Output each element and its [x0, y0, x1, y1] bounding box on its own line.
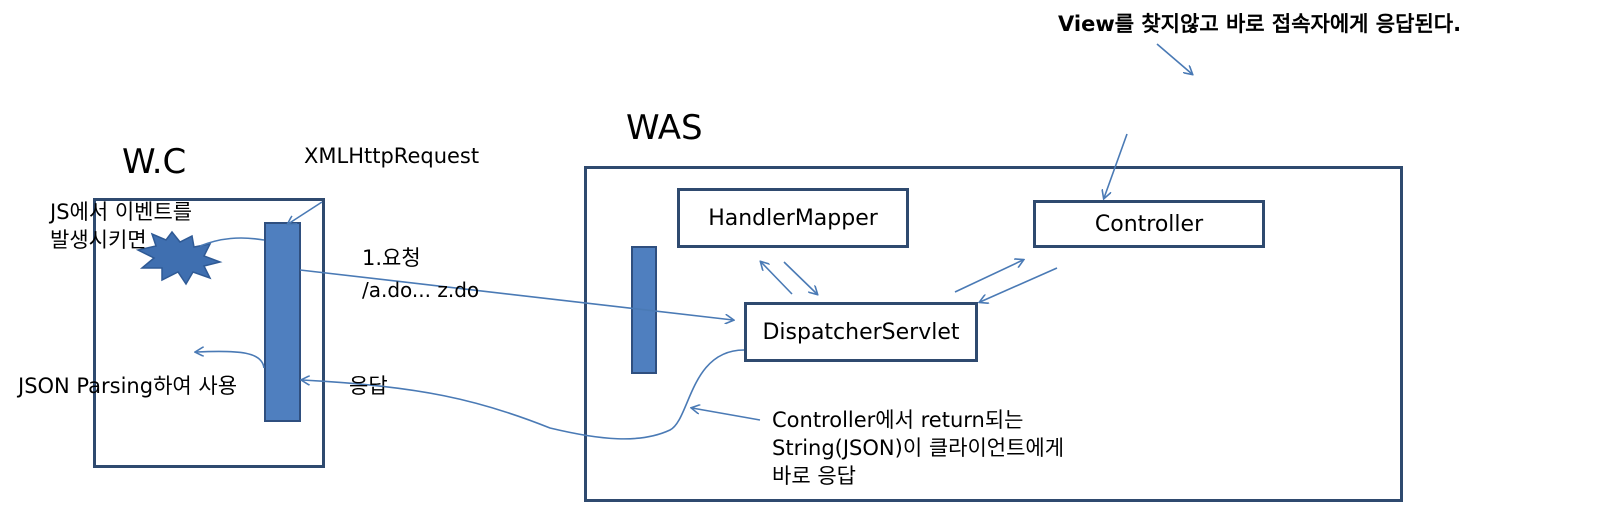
bottom-note-line-2: String(JSON)이 클라이언트에게	[772, 436, 1065, 460]
bottom-note-line-1: Controller에서 return되는	[772, 408, 1024, 432]
js-event-line-1: JS에서 이벤트를	[50, 200, 193, 224]
json-parsing-label: JSON Parsing하여 사용	[18, 374, 238, 398]
handler-to-dispatcher-arrow	[783, 261, 817, 294]
controller-label: Controller	[1094, 211, 1204, 237]
view-note: View를 찾지않고 바로 접속자에게 응답된다.	[1058, 12, 1462, 36]
xhr-bar	[264, 222, 301, 422]
request-line-1: 1.요청	[362, 246, 421, 270]
wc-title: W.C	[122, 142, 187, 182]
dispatcher-to-handler-arrow	[761, 262, 793, 295]
request-arrow	[299, 269, 733, 320]
bottom-note-line-3: 바로 응답	[772, 464, 856, 488]
xhr-pointer-arrow	[288, 201, 323, 224]
was-title: WAS	[626, 108, 703, 148]
request-line-2: /a.do... z.do	[362, 278, 480, 302]
view-note-arrow	[1156, 43, 1192, 74]
dispatcher-servlet-box: DispatcherServlet	[744, 302, 978, 362]
dispatcher-to-controller-arrow	[954, 260, 1023, 293]
controller-pointer-arrow	[1104, 133, 1128, 198]
dispatcher-servlet-label: DispatcherServlet	[762, 319, 960, 345]
event-burst-icon	[135, 230, 223, 286]
handler-mapper-label: HandlerMapper	[708, 205, 878, 231]
json-parsing-arrow	[196, 351, 265, 369]
controller-to-dispatcher-arrow	[980, 267, 1058, 302]
xhr-label: XMLHttpRequest	[304, 144, 480, 168]
controller-box: Controller	[1033, 200, 1265, 248]
bottom-note-arrow	[692, 408, 761, 421]
handler-mapper-box: HandlerMapper	[677, 188, 909, 248]
event-to-xhr-line	[199, 237, 265, 247]
js-event-line-2: 발생시키면	[50, 228, 147, 252]
response-curve	[302, 349, 745, 440]
response-label: 응답	[349, 374, 388, 398]
